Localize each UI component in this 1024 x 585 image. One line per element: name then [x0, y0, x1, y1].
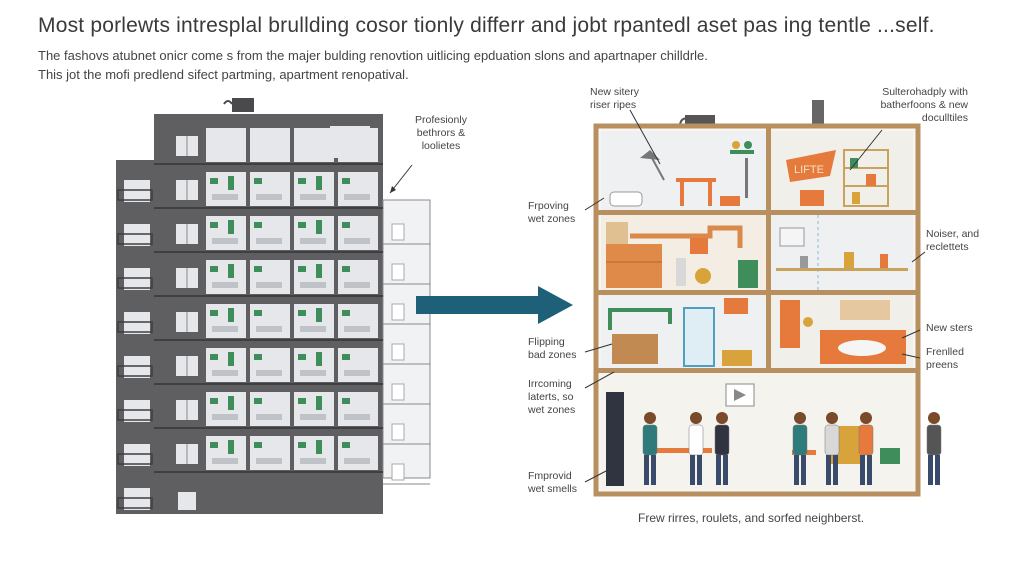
left-annotation: Profesionly bethrors & loolietes: [415, 114, 467, 152]
cafe-table: [652, 448, 712, 453]
fridge: [606, 392, 624, 486]
person-figure: [714, 412, 730, 485]
right-annotation-leaders: [584, 109, 926, 483]
annotation-new-sters: New sters: [926, 322, 973, 334]
subtitle-line-2: This jot the mofi predlend sifect partmi…: [38, 67, 409, 82]
pipe-network: [630, 225, 743, 248]
transformation-arrow: [416, 286, 573, 324]
old-building-floor: [117, 392, 383, 466]
annotation-riser-pipes: New sitery riser ripes: [590, 86, 640, 111]
page-title: Most porlewts intresplal brullding cosor…: [38, 14, 935, 37]
old-building-floor: [117, 216, 383, 290]
tower-base: [116, 478, 383, 514]
chair-icon: [720, 196, 740, 206]
glass-door: [683, 307, 715, 367]
annotation-noise: Noiser, and reclettets: [926, 228, 980, 253]
renovated-building: LIFTE: [593, 100, 942, 497]
subtitle-line-1: The fashovs atubnet onicr come s from th…: [38, 48, 708, 63]
desk: [612, 334, 658, 364]
old-building-floor: [117, 436, 383, 510]
person-figure: [824, 412, 840, 485]
top-window: [330, 126, 370, 158]
person-figure: [642, 412, 658, 485]
person-figure: [792, 412, 808, 485]
bottom-caption: Frew rirres, roulets, and sorfed neighbe…: [638, 511, 865, 525]
annotation-bad-zones: Flipping bad zones: [528, 336, 577, 361]
old-building-floor: [117, 348, 383, 422]
old-building-floor: [117, 172, 383, 246]
tall-cabinet: [780, 300, 800, 348]
lifte-sign: [786, 150, 836, 182]
old-building: [116, 98, 431, 514]
floor-lamp-icon: [640, 150, 660, 160]
entrance-door: [178, 492, 196, 510]
old-building-floor: [117, 304, 383, 378]
kitchen-cabinet: [606, 244, 662, 288]
tower-extension: [382, 199, 431, 479]
person-figure: [688, 412, 704, 485]
rooftop-unit: [232, 98, 254, 112]
bathtub-icon: [609, 191, 643, 207]
annotation-lateral: Irrcoming laterts, so wet zones: [528, 378, 576, 416]
annotation-wet-zones: Frpoving wet zones: [528, 200, 576, 225]
person-figure: [858, 412, 874, 485]
lifte-sign-text: LIFTE: [794, 164, 824, 176]
old-building-floor: [117, 260, 383, 334]
annotation-bathrooms: Sulterohadply with batherfoons & new doc…: [880, 86, 968, 124]
annotation-prefilled: Frenlled preens: [926, 346, 964, 371]
roof-chimney: [812, 100, 824, 128]
annotation-smells: Fmprovid wet smells: [528, 470, 578, 495]
potted-plant: [738, 260, 758, 288]
person-figure: [926, 412, 942, 485]
